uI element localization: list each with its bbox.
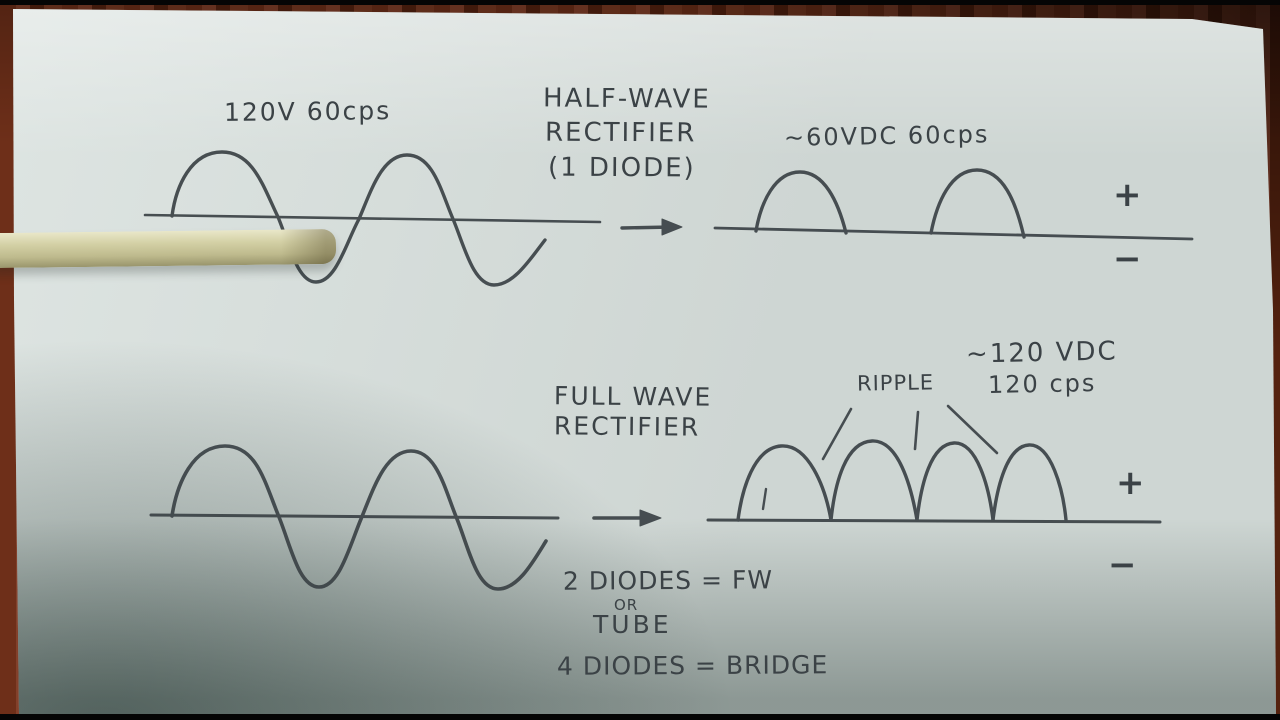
half-wave-output-label: ~60VDC 60cps [783,120,990,152]
letterbox-bar-bottom [0,714,1280,720]
note-tube: TUBE [593,610,672,639]
right-arrow-icon [592,509,662,527]
right-arrow-icon [620,218,683,236]
plus-sign-top: + [1113,175,1142,215]
input-voltage-label: 120V 60cps [223,96,392,127]
half-wave-output-waveform [713,168,1194,241]
half-wave-title-line1: HALF-WAVE [542,83,711,115]
full-wave-title-line2: RECTIFIER [553,411,701,442]
ripple-pointer-lines [821,404,999,461]
note-or: OR [614,596,639,614]
letterbox-bar-top [0,0,1280,5]
full-wave-title-line1: FULL WAVE [553,381,713,412]
plus-sign-bottom: + [1116,463,1145,503]
note-four-diodes: 4 DIODES = BRIDGE [556,650,829,681]
half-wave-title-line3: (1 DIODE) [547,152,696,184]
pointer-stick [0,228,337,269]
half-wave-title-line2: RECTIFIER [544,117,697,149]
ripple-label: RIPPLE [856,370,935,396]
full-wave-output-waveform [706,439,1162,524]
full-wave-output-label-line2: 120 cps [987,369,1097,399]
minus-sign-bottom: − [1108,545,1137,585]
minus-sign-top: − [1113,239,1142,279]
full-wave-output-label-line1: ~120 VDC [965,336,1118,370]
input-sine-wave-bottom [149,444,560,591]
note-two-diodes: 2 DIODES = FW [562,565,774,596]
input-sine-wave-top [143,150,602,287]
